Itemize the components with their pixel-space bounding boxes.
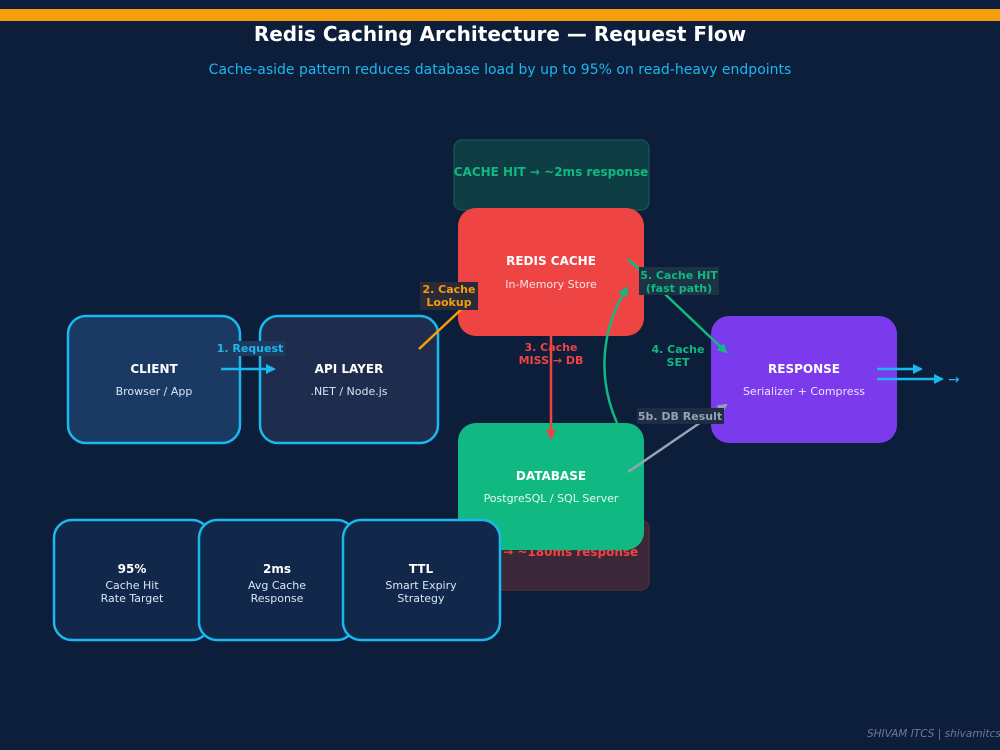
request-label: 1. Request — [214, 341, 285, 356]
cache-hit-label: 5. Cache HIT (fast path) — [639, 267, 719, 295]
response-title: RESPONSE — [768, 362, 840, 376]
page-title: Redis Caching Architecture — Request Flo… — [253, 22, 747, 46]
stat-line: Smart Expiry — [385, 579, 457, 592]
cache-set-label-line2: SET — [667, 356, 690, 369]
db-result-label-text: 5b. DB Result — [638, 410, 722, 423]
miss-label-line2: MISS → DB — [519, 354, 584, 367]
lookup-label-line1: 2. Cache — [423, 283, 476, 296]
redis-subtitle: In-Memory Store — [505, 278, 597, 291]
stat-value: 95% — [118, 562, 147, 576]
top-accent-bar — [0, 9, 1000, 21]
stat-line: Rate Target — [101, 592, 164, 605]
database-subtitle: PostgreSQL / SQL Server — [484, 492, 619, 505]
redis-cache-node: REDIS CACHE In-Memory Store — [458, 208, 644, 336]
api-subtitle: .NET / Node.js — [310, 385, 387, 398]
api-title: API LAYER — [315, 362, 384, 376]
api-layer-node: API LAYER .NET / Node.js — [258, 314, 440, 445]
stat-value: 2ms — [263, 562, 291, 576]
client-subtitle: Browser / App — [116, 385, 193, 398]
lookup-label-line2: Lookup — [426, 296, 471, 309]
stat-card-avg-response: 2ms Avg Cache Response — [197, 518, 357, 642]
stat-card-ttl: TTL Smart Expiry Strategy — [341, 518, 502, 642]
cache-set-label: 4. Cache SET — [652, 343, 705, 369]
footer-credit: SHIVAM ITCS | shivamitcs — [0, 728, 1000, 742]
lookup-label: 2. Cache Lookup — [420, 282, 478, 310]
stat-line: Response — [251, 592, 304, 605]
miss-label: 3. Cache MISS → DB — [519, 341, 584, 367]
client-node: CLIENT Browser / App — [66, 314, 242, 445]
hit-banner-label: CACHE HIT → ~2ms response — [454, 165, 649, 179]
page-subtitle: Cache-aside pattern reduces database loa… — [208, 62, 792, 78]
out-arrow-glyph: → — [948, 372, 960, 388]
redis-title: REDIS CACHE — [506, 254, 596, 268]
stat-line: Cache Hit — [105, 579, 159, 592]
hit-banner: CACHE HIT → ~2ms response — [453, 139, 650, 211]
client-title: CLIENT — [130, 362, 178, 376]
response-subtitle: Serializer + Compress — [743, 385, 865, 398]
request-label-text: 1. Request — [217, 342, 284, 355]
footer-text: SHIVAM ITCS | shivamitcs — [867, 728, 1000, 740]
lookup-arrow — [418, 302, 469, 350]
stat-line: Avg Cache — [248, 579, 306, 592]
db-result-label: 5b. DB Result — [637, 408, 724, 424]
cache-hit-label-line2: (fast path) — [646, 282, 712, 295]
database-node: DATABASE PostgreSQL / SQL Server — [458, 423, 644, 550]
cache-set-arrow — [603, 286, 629, 424]
database-title: DATABASE — [516, 469, 586, 483]
stat-card-hit-rate: 95% Cache Hit Rate Target — [52, 518, 212, 642]
stat-value: TTL — [409, 562, 434, 576]
miss-label-line1: 3. Cache — [525, 341, 578, 354]
response-node: RESPONSE Serializer + Compress — [711, 316, 897, 443]
cache-hit-label-line1: 5. Cache HIT — [640, 269, 718, 282]
stat-line: Strategy — [397, 592, 445, 605]
cache-set-label-line1: 4. Cache — [652, 343, 705, 356]
